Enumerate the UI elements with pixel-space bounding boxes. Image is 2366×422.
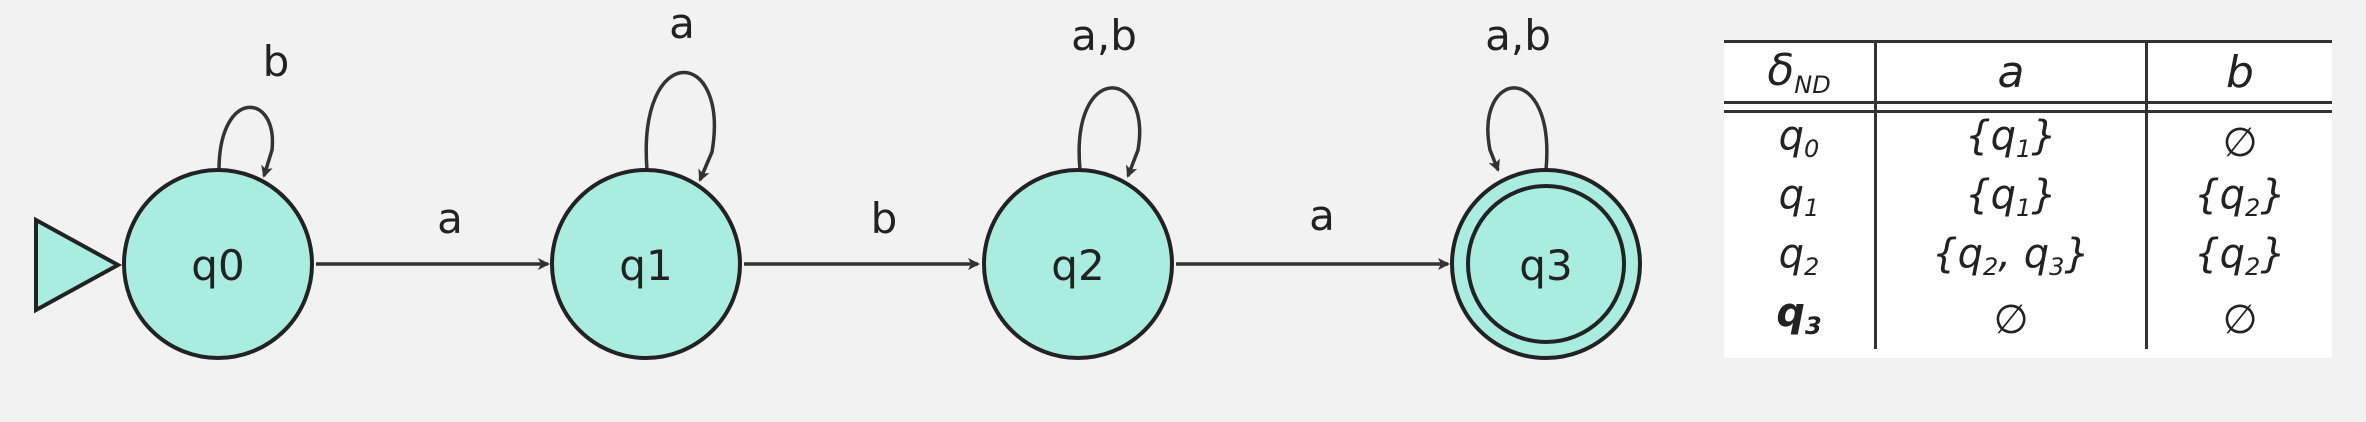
row-cell-a: {q1} [1875, 172, 2148, 231]
table-row: q2 {q2, q3} {q2} [1724, 231, 2332, 290]
row-cell-a: {q1} [1875, 111, 2148, 172]
edge-label-q0-q1: a [437, 194, 463, 243]
self-loop-label-q2: a,b [1071, 11, 1137, 60]
state-q0-circle [122, 168, 314, 360]
state-q3-label: q3 [1519, 241, 1572, 290]
row-cell-b: {q2} [2194, 172, 2286, 222]
state-q1-label: q1 [619, 241, 672, 290]
row-cell-b: ∅ [2222, 119, 2258, 166]
self-loop-q3 [1486, 86, 1549, 172]
state-q2-circle [982, 168, 1174, 360]
header-delta: δND [1724, 40, 1877, 104]
self-loop-label-q0: b [263, 37, 290, 86]
row-state: q2 [1724, 231, 1877, 290]
header-gap [1724, 102, 2332, 113]
row-cell-b: ∅ [2222, 296, 2258, 343]
transition-table: δND a b q0 {q1} ∅ q1 [1724, 40, 2332, 349]
state-q3: q3 [1450, 168, 1642, 360]
delta-symbol: δ [1767, 45, 1795, 96]
row-cell-a: ∅ [1875, 290, 2148, 349]
delta-subscript: ND [1794, 71, 1831, 99]
row-cell-a: {q2, q3} [1875, 231, 2148, 290]
self-loop-q1 [644, 70, 716, 182]
state-q3-outer-circle [1450, 168, 1642, 360]
row-state: q3 [1724, 290, 1877, 349]
state-q1: q1 [550, 168, 742, 360]
row-cell-b: {q2} [2194, 231, 2286, 281]
state-q1-circle [550, 168, 742, 360]
row-state: q0 [1724, 111, 1877, 172]
header-col-b: b [2146, 40, 2332, 104]
header-col-a: a [1875, 40, 2148, 104]
state-q0-label: q0 [191, 241, 244, 290]
nfa-diagram: a b a b a a,b a,b q0 q1 q2 q3 [34, 0, 1642, 360]
self-loop-q2 [1077, 86, 1142, 178]
table-row: q3 ∅ ∅ [1724, 290, 2332, 349]
state-q2-label: q2 [1051, 241, 1104, 290]
self-loop-q0 [217, 105, 275, 178]
table-row: q0 {q1} ∅ [1724, 111, 2332, 172]
self-loop-label-q3: a,b [1485, 11, 1551, 60]
state-q3-inner-circle [1466, 184, 1626, 344]
row-state: q1 [1724, 172, 1877, 231]
edge-label-q2-q3: a [1309, 191, 1335, 240]
state-q0: q0 [122, 168, 314, 360]
edge-label-q1-q2: b [871, 194, 898, 243]
table-row: q1 {q1} {q2} [1724, 172, 2332, 231]
state-q2: q2 [982, 168, 1174, 360]
self-loop-label-q1: a [669, 0, 695, 48]
table-header-row: δND a b [1724, 40, 2332, 104]
transition-table-panel: δND a b q0 {q1} ∅ q1 [1724, 40, 2332, 358]
start-state-marker [34, 216, 123, 314]
